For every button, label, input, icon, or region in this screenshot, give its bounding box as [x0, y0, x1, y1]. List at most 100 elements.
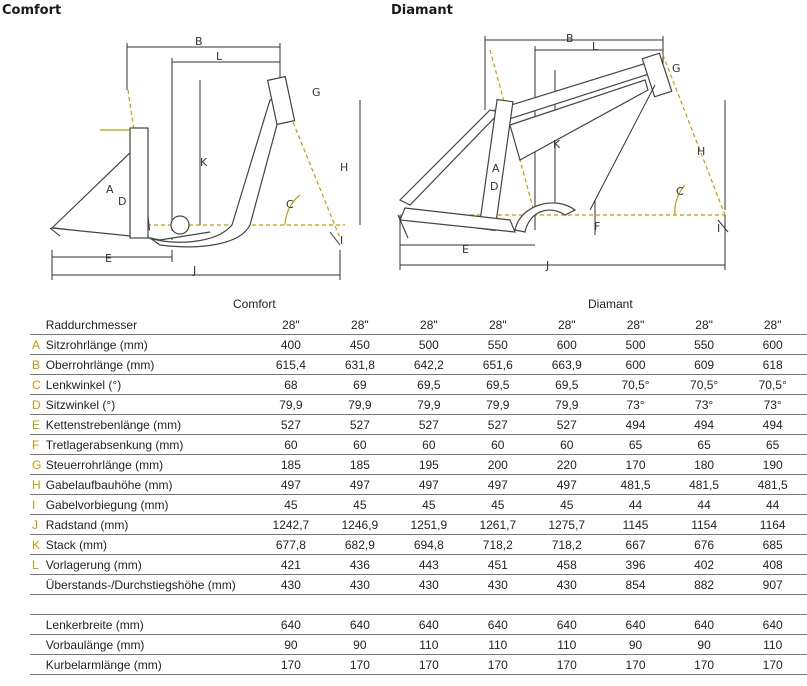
table-cell: 200 — [463, 454, 533, 475]
table-cell: 45 — [256, 494, 326, 515]
dim-label-i: I — [717, 222, 720, 235]
row-label: Vorbaulänge (mm) — [45, 634, 257, 655]
table-cell: 481,5 — [669, 474, 739, 495]
spacer-cell — [601, 594, 670, 615]
table-cell: 45 — [394, 494, 464, 515]
table-cell: 907 — [738, 574, 807, 595]
dim-label-a: A — [492, 162, 500, 175]
row-letter: L — [30, 554, 46, 575]
dim-label-j: J — [545, 259, 549, 272]
table-cell: 550 — [463, 334, 533, 355]
table-cell: 1154 — [669, 514, 739, 535]
dim-label-d: D — [118, 195, 126, 208]
table-cell: 527 — [256, 414, 326, 435]
table-cell: 615,4 — [256, 354, 326, 375]
table-cell: 640 — [256, 614, 326, 635]
table-cell: 170 — [463, 654, 533, 675]
table-group-comfort: Comfort — [233, 297, 276, 311]
table-spacer-row — [30, 594, 807, 615]
dim-label-k: K — [553, 138, 561, 151]
table-cell: 1242,7 — [256, 514, 326, 535]
table-cell: 640 — [394, 614, 464, 635]
table-cell: 550 — [669, 334, 739, 355]
table-cell: 436 — [325, 554, 395, 575]
dim-label-k: K — [200, 156, 208, 169]
table-cell: 497 — [325, 474, 395, 495]
row-letter — [30, 654, 46, 675]
table-cell: 663,9 — [532, 354, 602, 375]
table-cell: 68 — [256, 374, 326, 395]
table-cell: 430 — [394, 574, 464, 595]
table-cell: 60 — [394, 434, 464, 455]
table-cell: 882 — [669, 574, 739, 595]
table-cell: 170 — [394, 654, 464, 675]
table-cell: 494 — [669, 414, 739, 435]
table-cell: 220 — [532, 454, 602, 475]
row-label: Sitzwinkel (°) — [45, 394, 257, 415]
table-cell: 500 — [394, 334, 464, 355]
dim-label-a: A — [106, 183, 114, 196]
table-cell: 65 — [669, 434, 739, 455]
dim-label-j: J — [192, 264, 196, 277]
table-cell: 600 — [601, 354, 670, 375]
table-cell: 527 — [532, 414, 602, 435]
table-cell: 667 — [601, 534, 670, 555]
dim-label-c: C — [286, 198, 294, 211]
table-cell: 170 — [256, 654, 326, 675]
table-cell: 170 — [325, 654, 395, 675]
dim-label-e: E — [462, 243, 469, 256]
table-cell: 79,9 — [463, 394, 533, 415]
table-cell: 69,5 — [532, 374, 602, 395]
table-cell: 44 — [669, 494, 739, 515]
table-cell: 450 — [325, 334, 395, 355]
table-cell: 110 — [394, 634, 464, 655]
table-cell: 651,6 — [463, 354, 533, 375]
table-cell: 65 — [601, 434, 670, 455]
table-cell: 718,2 — [463, 534, 533, 555]
table-cell: 69,5 — [394, 374, 464, 395]
row-label: Lenkerbreite (mm) — [45, 614, 257, 635]
diamant-frame-diagram: B L K A D G H C F I E J — [397, 32, 729, 272]
dim-label-e: E — [105, 252, 112, 265]
row-letter: J — [30, 514, 46, 535]
dim-label-h: H — [340, 161, 348, 174]
table-cell: 1261,7 — [463, 514, 533, 535]
table-cell: 170 — [601, 654, 670, 675]
spacer-cell — [532, 594, 602, 615]
table-cell: 500 — [601, 334, 670, 355]
table-cell: 90 — [669, 634, 739, 655]
spacer-cell — [325, 594, 395, 615]
table-cell: 481,5 — [738, 474, 807, 495]
table-cell: 110 — [738, 634, 807, 655]
table-cell: 45 — [532, 494, 602, 515]
dim-label-l: L — [216, 50, 223, 63]
table-cell: 60 — [463, 434, 533, 455]
dim-label-c: C — [676, 185, 684, 198]
table-cell: 640 — [325, 614, 395, 635]
comfort-title: Comfort — [2, 3, 62, 18]
table-cell: 28" — [532, 315, 602, 335]
table-cell: 170 — [738, 654, 807, 675]
row-letter: I — [30, 494, 46, 515]
table-cell: 90 — [256, 634, 326, 655]
row-letter — [30, 614, 46, 635]
table-cell: 430 — [325, 574, 395, 595]
table-cell: 60 — [256, 434, 326, 455]
table-cell: 28" — [669, 315, 739, 335]
table-cell: 640 — [601, 614, 670, 635]
row-label: Überstands-/Durchstiegshöhe (mm) — [45, 574, 257, 595]
row-label: Radstand (mm) — [45, 514, 257, 535]
dim-label-d: D — [490, 180, 498, 193]
table-cell: 430 — [463, 574, 533, 595]
table-cell: 185 — [256, 454, 326, 475]
table-cell: 527 — [325, 414, 395, 435]
spacer-cell — [30, 594, 46, 615]
